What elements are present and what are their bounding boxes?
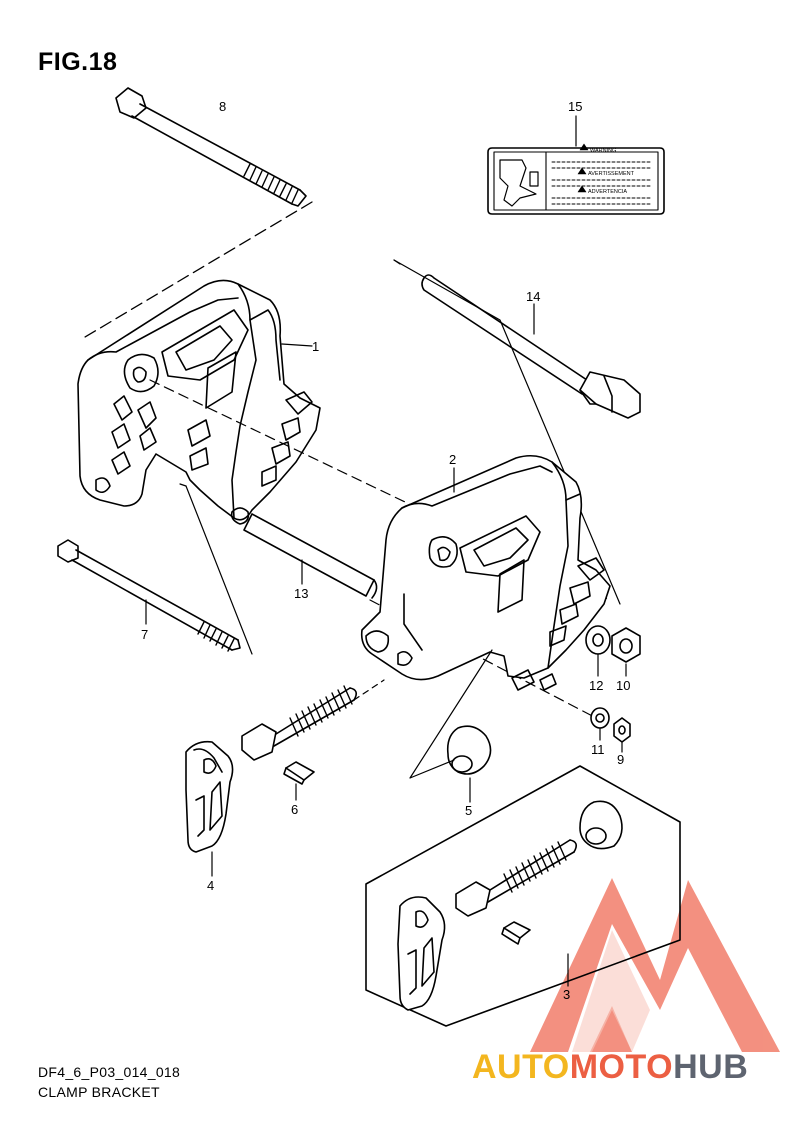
part-1-clamp-bracket <box>77 279 321 525</box>
watermark-text: AUTOMOTOHUB <box>472 1048 748 1087</box>
callout-4: 4 <box>207 878 214 893</box>
part-7-bolt <box>57 539 241 652</box>
callout-1: 1 <box>312 339 319 354</box>
part-5-pad <box>446 725 492 775</box>
callout-6: 6 <box>291 802 298 817</box>
construction-line-4 <box>179 483 187 487</box>
part-3-assembly-box <box>365 765 681 1027</box>
callout-3: 3 <box>563 987 570 1002</box>
part-2-clamp-bracket <box>360 454 611 691</box>
leader-8-dash <box>79 201 313 341</box>
callout-7: 7 <box>141 627 148 642</box>
callout-2: 2 <box>449 452 456 467</box>
figure-title: FIG.18 <box>38 48 118 76</box>
part-15-label <box>487 143 665 215</box>
callout-12: 12 <box>589 678 603 693</box>
part-3-pin <box>501 921 531 945</box>
label-15-line-2: AVERTISSEMENT <box>588 171 635 177</box>
callout-13: 13 <box>294 586 308 601</box>
callout-15: 15 <box>568 99 582 114</box>
watermark-part-c: HUB <box>673 1048 749 1086</box>
part-12-washer <box>585 625 611 655</box>
screw-axis-dash <box>353 679 385 701</box>
watermark-part-b: MOTO <box>569 1048 674 1086</box>
label-15-line-1: WARNING <box>590 148 616 154</box>
callout-11: 11 <box>591 742 605 757</box>
clamp-screw <box>241 685 358 761</box>
leader-1-line <box>281 343 313 347</box>
construction-line-5 <box>409 649 493 779</box>
callout-8: 8 <box>219 99 226 114</box>
figure-code: DF4_6_P03_014_018 <box>38 1064 181 1080</box>
part-4-handle <box>185 740 234 853</box>
figure-name: CLAMP BRACKET <box>38 1084 160 1100</box>
callout-5: 5 <box>465 803 472 818</box>
watermark-part-a: AUTO <box>472 1048 570 1086</box>
callout-9: 9 <box>617 752 624 767</box>
part-6-pin <box>283 761 315 785</box>
watermark-logo-icon <box>530 878 780 1052</box>
part-11-washer <box>590 707 610 729</box>
label-15-line-3: ADVERTENCIA <box>588 189 627 195</box>
part-3-pad <box>579 800 623 850</box>
part-3-screw <box>455 839 578 917</box>
construction-line-3 <box>185 485 253 655</box>
callout-10: 10 <box>616 678 630 693</box>
part-3-handle <box>397 896 446 1011</box>
part-13-tube <box>243 513 378 599</box>
part-8-bolt <box>115 87 307 207</box>
construction-line-2 <box>393 259 401 265</box>
part-9-nut <box>613 717 631 743</box>
part-10-nut <box>611 627 641 663</box>
callout-14: 14 <box>526 289 540 304</box>
